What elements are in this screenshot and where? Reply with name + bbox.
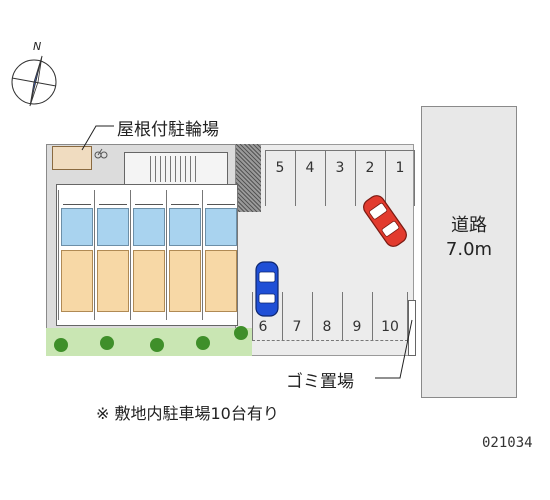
slot-number: 2 [365,160,375,176]
trash-area [408,300,416,356]
bush-icon [196,336,210,350]
apartment-unit [58,190,94,320]
parking-slot-top-2 [295,150,325,206]
slot-number: 5 [275,160,285,176]
parking-slot-bottom-9 [342,292,372,340]
parking-slot-top-4 [355,150,385,206]
road-label: 道路 7.0m [421,214,517,262]
property-code: 021034 [482,435,533,451]
road [421,106,517,398]
parking-bottom-base [252,340,408,341]
bush-icon [150,338,164,352]
bush-icon [54,338,68,352]
red-car-icon [363,195,407,247]
parking-slot-top-1 [265,150,295,206]
parking-slot-top-5 [385,150,415,206]
parking-slot-bottom-7 [282,292,312,340]
parking-slot-top-3 [325,150,355,206]
blue-car-icon [255,261,279,317]
parking-slot-bottom-10 [372,292,408,340]
slot-number: 9 [352,319,362,335]
road-name: 道路 [451,215,487,236]
road-width: 7.0m [445,239,493,260]
slot-number: 10 [381,319,399,335]
apartment-unit [94,190,130,320]
slot-number: 7 [292,319,302,335]
bike-parking [52,146,92,170]
garden-strip [46,328,252,356]
parking-slot-bottom-6 [252,292,282,340]
parking-lot [232,144,414,356]
slot-number: 1 [395,160,405,176]
slot-number: 6 [258,319,268,335]
trash-label: ゴミ置場 [286,372,354,392]
bike-parking-label: 屋根付駐輪場 [117,120,219,140]
parking-note: ※ 敷地内駐車場10台有り [96,404,279,423]
apartment-unit [202,190,238,320]
slot-number: 8 [322,319,332,335]
compass-label: N [33,40,42,53]
parking-top-base [265,150,415,151]
apartment-unit [166,190,202,320]
compass-icon [11,55,57,107]
slot-number: 4 [305,160,315,176]
apartment-unit [130,190,166,320]
bicycle-icon [94,148,108,159]
bush-icon [234,326,248,340]
bush-icon [100,336,114,350]
slot-number: 3 [335,160,345,176]
stair-steps [150,156,200,182]
parking-slot-bottom-8 [312,292,342,340]
